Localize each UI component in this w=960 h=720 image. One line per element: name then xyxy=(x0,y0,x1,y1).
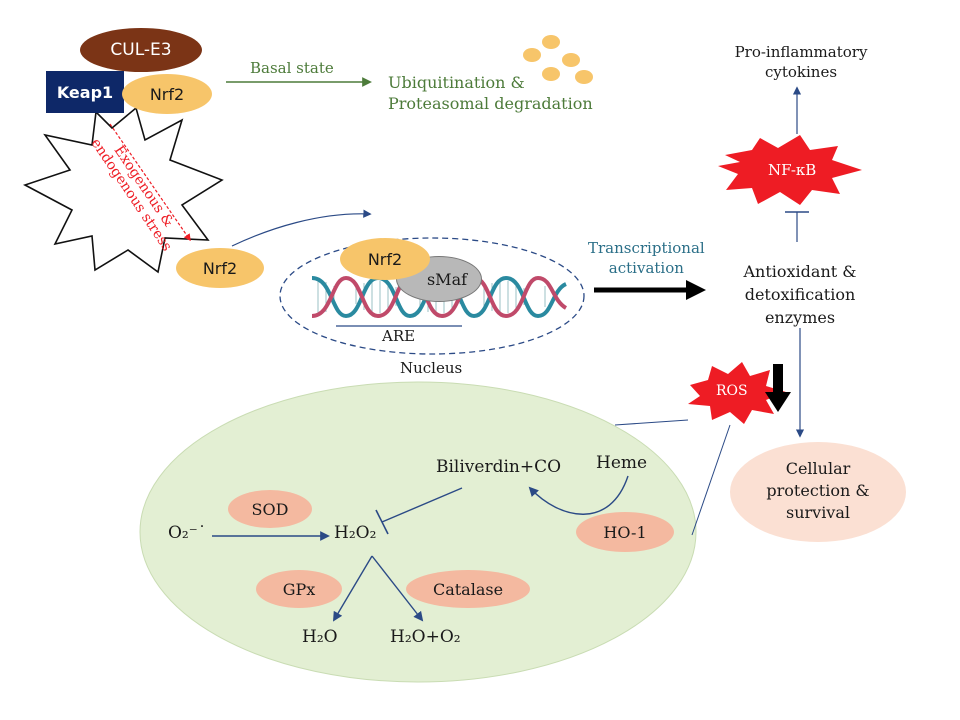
survival-line1: Cellular xyxy=(785,459,851,478)
h2o-o2-label: H₂O+O₂ xyxy=(390,627,461,647)
superoxide-label: O₂⁻˙ xyxy=(168,523,207,543)
nrf2-free-oval: Nrf2 xyxy=(176,248,264,288)
biliverdin-inhibit-line xyxy=(381,487,463,523)
nrf2-bound-label: Nrf2 xyxy=(367,249,403,269)
ho1-oval: HO-1 xyxy=(576,512,674,552)
transcriptional-line2: activation xyxy=(608,259,684,277)
nrf2-translocation-arrow xyxy=(231,209,372,247)
proteasome-dots xyxy=(523,35,593,84)
survival-label: Cellular protection & survival xyxy=(738,458,898,524)
heme-label: Heme xyxy=(596,453,648,473)
heme-to-biliverdin-arrow xyxy=(528,475,629,515)
h2o2-split-2 xyxy=(371,555,424,622)
nrf2-free-label: Nrf2 xyxy=(202,258,238,278)
smaf-label: sMaf xyxy=(426,269,468,289)
basal-state-label: Basal state xyxy=(250,59,334,77)
cul-e3-label: CUL-E3 xyxy=(110,40,172,60)
catalase-oval: Catalase xyxy=(406,570,530,608)
nfkb-burst xyxy=(718,135,862,205)
gpx-label: GPx xyxy=(282,579,316,599)
keap1-label: Keap1 xyxy=(56,82,114,102)
cytoplasm-ellipse xyxy=(139,381,697,683)
antioxidant-line3: enzymes xyxy=(764,308,836,327)
survival-line3: survival xyxy=(785,503,850,522)
ros-callout-line-2 xyxy=(691,424,731,536)
sod-oval: SOD xyxy=(228,490,312,528)
nrf2-basal-oval: Nrf2 xyxy=(122,74,212,114)
biliverdin-label: Biliverdin+CO xyxy=(436,457,562,477)
gpx-oval: GPx xyxy=(256,570,342,608)
nrf2-basal-label: Nrf2 xyxy=(149,84,185,104)
are-label: ARE xyxy=(382,327,416,345)
nfkb-label: NF-κB xyxy=(768,161,817,179)
ho1-label: HO-1 xyxy=(603,522,647,542)
sod-label: SOD xyxy=(251,499,289,519)
transcriptional-label: Transcriptional activation xyxy=(588,238,705,278)
h2o-label: H₂O xyxy=(302,627,338,647)
antioxidant-line1: Antioxidant & xyxy=(743,262,857,281)
ubiquitination-line2: Proteasomal degradation xyxy=(388,94,593,113)
ubiquitination-line1: Ubiquitination & xyxy=(388,73,525,92)
proinflammatory-line1: Pro-inflammatory xyxy=(734,43,868,61)
proinflammatory-label: Pro-inflammatory cytokines xyxy=(726,42,876,82)
proinflammatory-line2: cytokines xyxy=(764,63,838,81)
nrf2-bound-oval: Nrf2 xyxy=(340,238,430,280)
survival-line2: protection & xyxy=(766,481,870,500)
survival-oval xyxy=(730,442,906,542)
ubiquitination-label: Ubiquitination & Proteasomal degradation xyxy=(388,72,593,114)
nucleus-ellipse xyxy=(279,237,585,355)
h2o2-label: H₂O₂ xyxy=(334,523,377,543)
transcriptional-line1: Transcriptional xyxy=(588,239,705,257)
antioxidant-label: Antioxidant & detoxification enzymes xyxy=(718,260,882,329)
ros-decrease-arrow-head xyxy=(765,392,791,412)
keap1-box: Keap1 xyxy=(46,71,124,113)
catalase-label: Catalase xyxy=(432,579,504,599)
cul-e3-oval: CUL-E3 xyxy=(80,28,202,72)
stress-arrow xyxy=(109,123,191,242)
ros-label: ROS xyxy=(716,383,748,399)
ros-callout-line-1 xyxy=(614,419,689,426)
biliverdin-inhibit-bar xyxy=(375,509,389,535)
nucleus-label: Nucleus xyxy=(400,359,463,377)
h2o2-split xyxy=(332,555,373,622)
ros-decrease-arrow-shaft xyxy=(773,364,783,392)
stress-starburst xyxy=(22,106,224,274)
ros-burst xyxy=(688,362,786,424)
antioxidant-line2: detoxification xyxy=(744,285,856,304)
